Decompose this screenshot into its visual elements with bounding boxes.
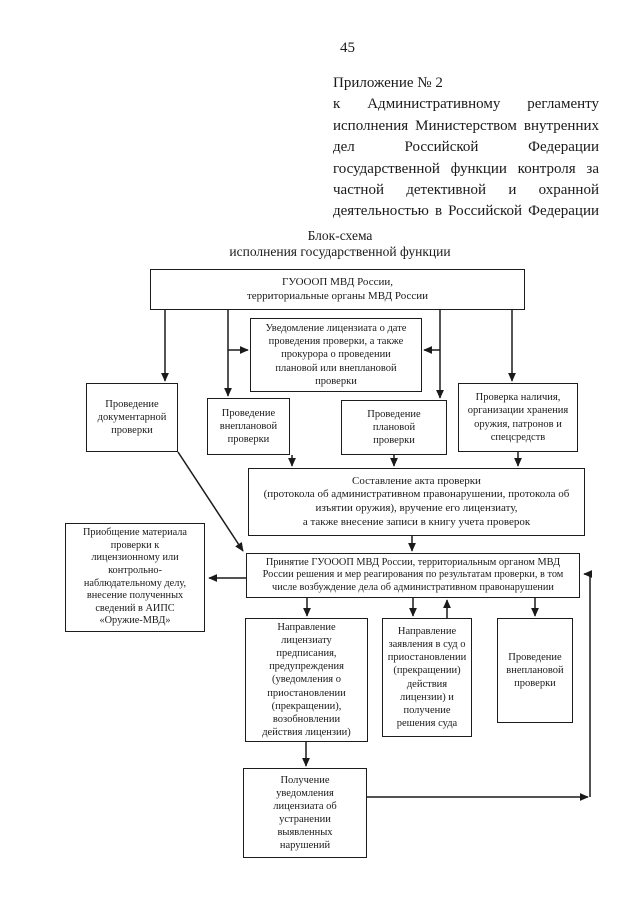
flowchart-title-line1: Блок-схема xyxy=(307,228,373,243)
box-authority: ГУОООП МВД России, территориальные орган… xyxy=(150,269,525,310)
header-line: государственной функции контроля за xyxy=(333,160,599,177)
box-violation-notice: Получение уведомления лицензиата об устр… xyxy=(243,768,367,858)
box-notify-licensee: Уведомление лицензиата о дате проведения… xyxy=(250,318,422,392)
box-send-prescription: Направление лицензиату предписания, пред… xyxy=(245,618,368,742)
header-line: деятельностью в Российской Федерации xyxy=(333,203,599,220)
box-attach-materials: Приобщение материала проверки к лицензио… xyxy=(65,523,205,632)
header-line: исполнения Министерством внутренних xyxy=(333,117,599,134)
flowchart-title: Блок-схема исполнения государственной фу… xyxy=(100,228,580,259)
box-act-drafting: Составление акта проверки (протокола об … xyxy=(248,468,585,536)
box-documentary-check: Проведение документарной проверки xyxy=(86,383,178,452)
flowchart-title-line2: исполнения государственной функции xyxy=(229,243,451,259)
arrow-feedback-into-decision xyxy=(583,570,593,797)
header-line: частной детективной и охранной xyxy=(333,182,599,199)
box-court-application: Направление заявления в суд о приостанов… xyxy=(382,618,472,737)
page-number: 45 xyxy=(340,40,355,56)
box-decision: Принятие ГУОООП МВД России, территориаль… xyxy=(246,553,580,598)
appendix-header: Приложение № 2 к Административному регла… xyxy=(333,73,599,223)
header-line: дел Российской Федерации xyxy=(333,139,599,156)
box-presence-check: Проверка наличия, организации хранения о… xyxy=(458,383,578,452)
header-line: Приложение № 2 xyxy=(333,75,443,91)
header-line: к Административному регламенту xyxy=(333,96,599,113)
box-scheduled-check: Проведение плановой проверки xyxy=(341,400,447,455)
arrow-documentary-to-decision xyxy=(177,451,244,552)
box-unscheduled-check: Проведение внеплановой проверки xyxy=(207,398,290,455)
box-unscheduled-check-2: Проведение внеплановой проверки xyxy=(497,618,573,723)
